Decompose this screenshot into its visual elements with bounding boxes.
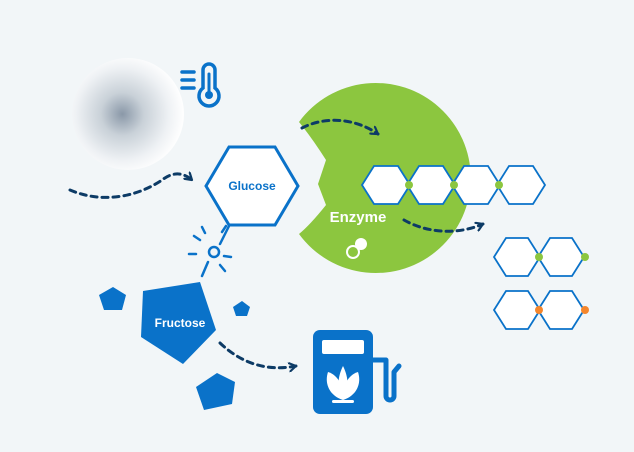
pair-hexagon — [492, 237, 542, 277]
fuel-pump-icon — [313, 330, 402, 414]
enzyme-site-right — [355, 238, 367, 250]
arrow-enzyme-to-chain — [402, 218, 485, 233]
fructose-pentagon — [141, 282, 216, 364]
chain-hexagon — [495, 165, 547, 205]
chain-bond-dot — [450, 181, 458, 189]
small-pentagon-bottom — [196, 373, 235, 410]
heat-source-sphere — [72, 58, 184, 170]
pair-hexagon — [536, 290, 586, 330]
fructose-label: Fructose — [155, 316, 206, 330]
pair-hexagon — [492, 290, 542, 330]
enzyme-site-left — [346, 245, 360, 259]
leaf-icon — [326, 366, 360, 403]
chain-bond-dot — [495, 181, 503, 189]
broken-bond — [187, 224, 233, 278]
pair-bond-dot — [581, 306, 589, 314]
arrow-heat-to-glucose — [68, 174, 194, 199]
pair-hexagon — [536, 237, 586, 277]
pair-bond-dot — [535, 306, 543, 314]
chain-bond-dot — [405, 181, 413, 189]
enzyme-label: Enzyme — [330, 209, 387, 226]
arrow-enzyme-top — [300, 118, 380, 136]
pair-bond-dot — [535, 253, 543, 261]
polymer-chain — [360, 165, 547, 205]
glucose-label: Glucose — [228, 179, 276, 193]
pair-bond-dot — [581, 253, 589, 261]
disaccharide-green — [492, 237, 586, 277]
glucose-hexagon — [204, 145, 300, 227]
arrow-fructose-to-fuel — [218, 341, 298, 368]
thermometer-icon — [180, 62, 221, 108]
small-pentagon-top — [99, 287, 126, 310]
small-pentagon-right — [233, 301, 250, 316]
chain-hexagon — [360, 165, 412, 205]
